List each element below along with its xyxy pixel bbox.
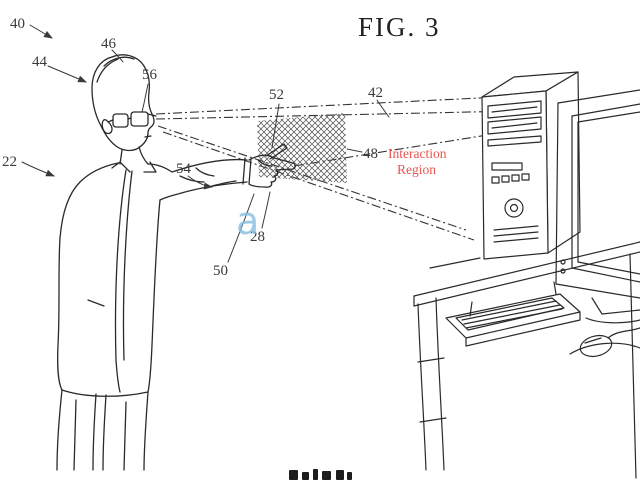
- interaction-region-line2: Region: [397, 162, 436, 177]
- cropped-glyphs: [289, 469, 352, 480]
- person-collar: [111, 146, 157, 173]
- interaction-region-line1: Interaction: [388, 146, 447, 161]
- leader-40: [29, 24, 53, 39]
- mouse-pad: [569, 342, 640, 355]
- leader-42: [376, 99, 390, 118]
- desk: [413, 241, 640, 479]
- figure-title: FIG. 3: [358, 12, 441, 42]
- ref-52-label: 52: [269, 87, 284, 103]
- ref-46-label: 46: [101, 36, 117, 52]
- person-arm: [147, 157, 252, 201]
- monitor: [555, 89, 640, 324]
- ref-48-label: 48: [363, 146, 378, 162]
- ref-54-label: 54: [176, 161, 192, 177]
- ref-42-label: 42: [368, 85, 383, 101]
- leader-46: [111, 49, 124, 63]
- keyboard: [455, 297, 565, 331]
- leader-22: [21, 161, 55, 177]
- person-legs: [56, 389, 149, 471]
- leader-28: [261, 191, 271, 229]
- mouse: [579, 327, 640, 358]
- leader-48: [346, 148, 363, 153]
- ref-28-label: 28: [250, 229, 265, 245]
- tower-vents: [493, 225, 539, 243]
- tower-power-button: [504, 198, 524, 218]
- tower-buttons: [491, 162, 530, 184]
- person-glasses: [107, 111, 157, 128]
- keyboard-tray: [445, 281, 581, 347]
- leader-50: [227, 193, 255, 263]
- ref-44-label: 44: [32, 54, 48, 70]
- ref-22-label: 22: [2, 154, 17, 170]
- ref-56-label: 56: [142, 67, 158, 83]
- ref-50-label: 50: [213, 263, 228, 279]
- monitor-stand: [585, 297, 640, 324]
- person-jacket: [56, 162, 161, 397]
- reference-numerals: 40 44 46 56 22 54 52 42 48 50 28: [2, 16, 383, 279]
- leader-56: [141, 83, 149, 113]
- interaction-region-hatch: [257, 113, 347, 183]
- leader-54: [187, 175, 213, 190]
- ref-40-label: 40: [10, 16, 25, 32]
- person-head: [91, 54, 155, 152]
- computer-tower: [481, 71, 581, 260]
- watermark-letter: a: [236, 199, 259, 243]
- person-hand: [248, 154, 296, 188]
- leader-52: [271, 103, 280, 149]
- interaction-region-label: Interaction Region: [388, 146, 447, 177]
- pointing-device: [265, 143, 288, 160]
- leader-lines: [21, 24, 390, 263]
- person-figure: [56, 54, 296, 471]
- leader-44: [47, 65, 87, 83]
- tower-drive-bays: [487, 100, 542, 147]
